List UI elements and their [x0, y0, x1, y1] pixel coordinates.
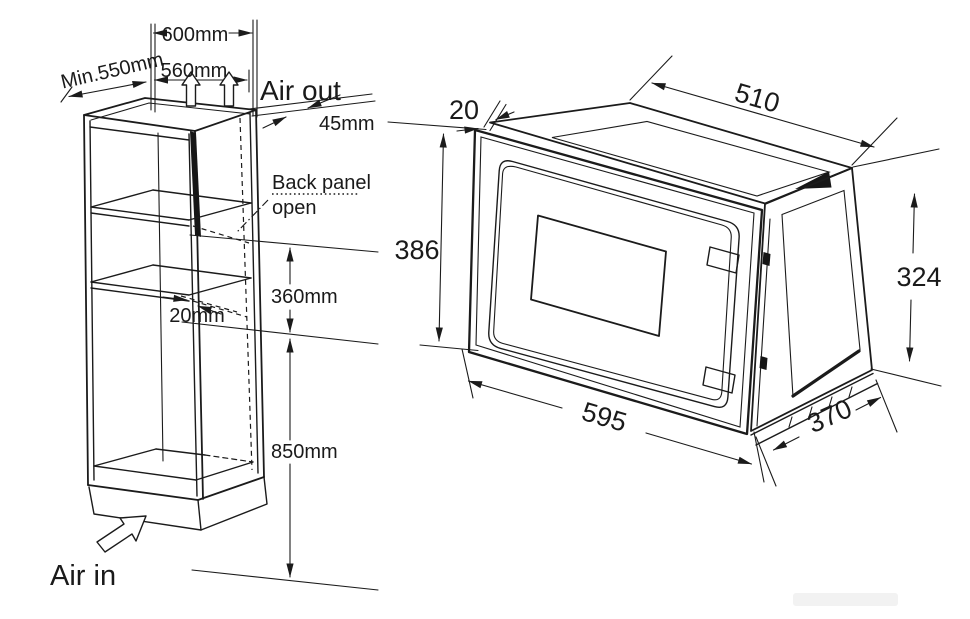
- dim-386-line: [435, 133, 447, 342]
- dim-label-niche-height: 360mm: [271, 286, 338, 308]
- diagram-art: 600mm Min.550mm 560mm Air out 45mm Back …: [50, 19, 942, 606]
- cabinet-back-panel-open-edges: [180, 117, 253, 471]
- cabinet-shelf-upper: [90, 189, 252, 227]
- dim-label-top-depth: 510: [731, 77, 783, 118]
- air-out-arrow-icon: [181, 71, 201, 107]
- microwave-button: [702, 366, 736, 394]
- dim-45-arrow-upper: [307, 94, 341, 109]
- cabinet-top-compartment-shadow: [190, 131, 201, 237]
- dim-label-trim-overhang: 20: [449, 95, 479, 125]
- dim-label-front-height: 386: [394, 235, 439, 265]
- dim-label-outer-width: 600mm: [162, 24, 229, 46]
- air-out-arrow-icon: [219, 71, 239, 107]
- dim-595-arrow-right: [645, 432, 753, 465]
- label-air-in: Air in: [50, 560, 116, 592]
- microwave-side-face: [750, 167, 873, 432]
- dim-label-inner-width: 560mm: [161, 60, 228, 82]
- dim-label-body-height: 324: [896, 262, 941, 292]
- microwave-display: [706, 246, 740, 274]
- dim-20mm-arrow-right: [197, 305, 222, 315]
- dim-324-arrow-up: [910, 193, 918, 254]
- microwave-trim-frame-inner: [475, 136, 755, 428]
- dim-label-shelf-setback: 20mm: [169, 305, 225, 327]
- watermark: [793, 593, 898, 606]
- diagram-labels: 600mm Min.550mm 560mm Air out 45mm Back …: [50, 24, 942, 592]
- cabinet-drawing: [83, 97, 268, 531]
- cabinet-floor: [93, 448, 254, 481]
- cabinet-extension-lines: [60, 19, 379, 591]
- dim-label-min-depth: Min.550mm: [59, 49, 166, 94]
- cabinet-top-face-inner: [90, 102, 251, 121]
- dim-324-arrow-down: [906, 299, 914, 362]
- dim-370-arrow-right: [855, 396, 882, 411]
- microwave-dimensions: [387, 55, 942, 487]
- back-panel-leader: [236, 199, 269, 233]
- microwave-door: [488, 160, 740, 408]
- label-air-out: Air out: [260, 75, 341, 106]
- dim-overhang-arrow-right: [495, 110, 515, 121]
- microwave-side-seam-shadow: [791, 349, 861, 398]
- dim-550-line: [68, 80, 147, 98]
- microwave-drawing: [467, 102, 879, 446]
- dim-45-arrow-lower: [262, 116, 287, 129]
- cabinet-shelf-lower: [90, 264, 252, 302]
- microwave-hinge-details: [756, 218, 771, 427]
- dim-label-vent-gap: 45mm: [319, 113, 375, 135]
- microwave-door-inner: [493, 165, 732, 401]
- dim-595-arrow-left: [467, 380, 563, 409]
- microwave-window: [530, 214, 667, 337]
- dim-370-arrow-left: [772, 436, 800, 451]
- microwave-trim-frame: [467, 128, 764, 436]
- cabinet-dimensions: [60, 19, 379, 591]
- label-back-panel-line1: Back panel: [272, 172, 371, 194]
- microwave-roof-vent-mark: [795, 171, 832, 189]
- label-back-panel-line2: open: [272, 197, 317, 219]
- dim-510-line: [651, 82, 875, 148]
- dim-overhang-arrow-left: [456, 126, 479, 134]
- microwave-base-band: [750, 372, 879, 446]
- microwave-side-seam: [781, 189, 861, 399]
- dim-20mm-arrow-left: [162, 294, 188, 302]
- dim-label-floor-height: 850mm: [271, 441, 338, 463]
- dim-label-front-width: 595: [578, 396, 630, 437]
- air-in-arrow-icon: [96, 515, 147, 553]
